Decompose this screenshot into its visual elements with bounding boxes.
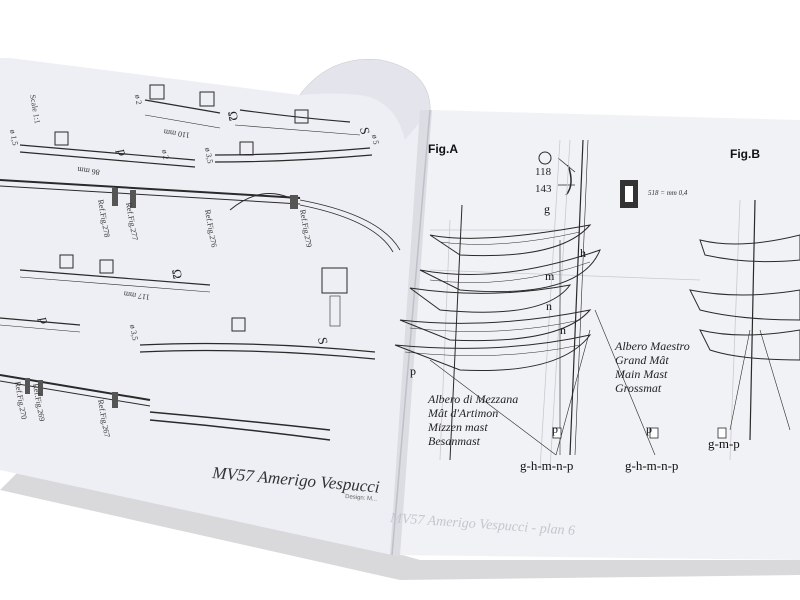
letter-omega-2: Ω <box>169 268 185 280</box>
ground-label-2: g-h-m-n-p <box>625 458 678 473</box>
letter-p2: p <box>552 422 558 436</box>
right-letters: g h m n n p p p <box>410 202 652 436</box>
part-icon-large <box>321 267 348 294</box>
letter-m: m <box>545 269 555 283</box>
sail-m <box>409 284 572 313</box>
part-icon <box>99 259 114 274</box>
part-icon <box>199 91 215 107</box>
dim-86: 86 mm <box>76 165 100 177</box>
fig-b-sail-3 <box>699 329 800 361</box>
part-icon <box>294 109 309 124</box>
right-page <box>390 109 800 560</box>
dim-d5: ø 5 <box>370 134 381 145</box>
letter-n1: n <box>546 299 552 313</box>
part-icon <box>54 131 69 146</box>
dim-117: 117 mm <box>122 289 150 302</box>
right-drawings: Fig.A Fig.B 118 143 518 = mm 0,4 <box>394 139 800 471</box>
dim-d2b: ø 2 <box>160 149 171 160</box>
svg-text:Mât d'Artimon: Mât d'Artimon <box>427 406 498 420</box>
ground-labels: g-h-m-n-p g-h-m-n-p g-m-p <box>520 436 740 473</box>
part-icon <box>231 317 246 332</box>
dim-d15: ø 1,5 <box>8 129 20 146</box>
svg-text:Grand Mât: Grand Mât <box>615 353 669 367</box>
fig-a-label: Fig.A <box>428 142 458 156</box>
inset-118: 118 <box>535 166 552 178</box>
left-page <box>0 58 431 555</box>
fig-b-sail-1 <box>699 234 800 263</box>
inset-note: 518 = mm 0,4 <box>648 189 688 197</box>
sail-g <box>429 224 592 257</box>
letter-p-2: p <box>37 316 53 325</box>
sail-n <box>399 309 592 342</box>
ground-label-1: g-h-m-n-p <box>520 458 573 473</box>
designer-note: Design: M... <box>345 494 378 503</box>
letter-g: g <box>544 202 550 216</box>
dim-d2: ø 2 <box>133 94 144 105</box>
sail-h <box>419 249 601 293</box>
letter-s-2: S <box>315 336 331 346</box>
sail-p <box>394 334 592 372</box>
letter-p1: p <box>410 364 416 378</box>
svg-text:Albero di Mezzana: Albero di Mezzana <box>427 392 518 406</box>
letter-h: h <box>580 246 586 260</box>
dim-110: 110 mm <box>162 127 190 140</box>
dim-d35-b: ø 3,5 <box>128 324 140 341</box>
letter-n2: n <box>560 323 566 337</box>
fig-b-sail-2 <box>689 289 800 321</box>
letter-p: p <box>115 148 131 157</box>
letter-omega: Ω <box>225 110 241 122</box>
fig-b-label: Fig.B <box>730 147 760 161</box>
svg-text:Mizzen mast: Mizzen mast <box>427 420 488 434</box>
svg-text:Albero Maestro: Albero Maestro <box>614 339 690 353</box>
inset-143: 143 <box>535 183 552 195</box>
part-icon <box>239 141 254 156</box>
part-icon <box>59 254 74 269</box>
dim-d35: ø 3,5 <box>203 147 215 164</box>
letter-p3: p <box>646 422 652 436</box>
svg-text:Main Mast: Main Mast <box>614 367 668 381</box>
booklet-shadow <box>0 470 800 580</box>
svg-text:Besanmast: Besanmast <box>428 434 481 448</box>
mizzen-mast-caption: Albero di Mezzana Mât d'Artimon Mizzen m… <box>427 392 518 448</box>
part-icon <box>149 84 165 100</box>
ground-label-3: g-m-p <box>708 436 740 451</box>
svg-text:Grossmat: Grossmat <box>615 381 662 395</box>
letter-s: S <box>357 126 373 136</box>
main-mast-caption: Albero Maestro Grand Mât Main Mast Gross… <box>614 339 690 395</box>
